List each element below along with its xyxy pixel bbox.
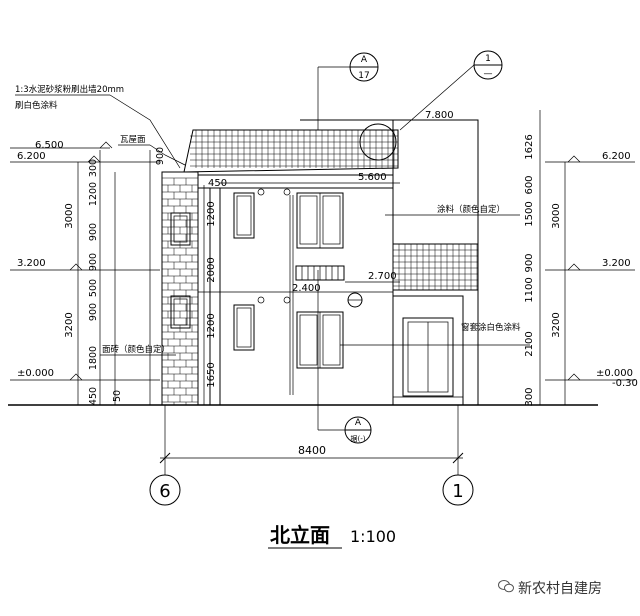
- elevation-mid: 7.800 5.600 2.700 2.400: [220, 110, 458, 294]
- svg-text:1626: 1626: [524, 134, 535, 159]
- svg-text:900: 900: [88, 253, 99, 271]
- elevation-left: 6.500 6.200 3.200 ±0.000: [10, 140, 160, 381]
- svg-text:3.200: 3.200: [17, 258, 46, 269]
- svg-text:50: 50: [112, 390, 123, 402]
- dims-left: 3000 3200 300 1200 900 900 500 900 1800 …: [64, 147, 166, 405]
- svg-text:450: 450: [88, 387, 99, 405]
- window-upper-left: [233, 192, 255, 239]
- svg-text:900: 900: [88, 223, 99, 241]
- svg-text:450: 450: [208, 178, 227, 189]
- axis-grid: 8400 6 1: [149, 405, 474, 506]
- drawing-title: 北立面 1:100: [268, 523, 396, 549]
- svg-text:3200: 3200: [64, 312, 75, 337]
- elevation-right: 6.200 3.200 ±0.000 -0.30: [545, 151, 638, 389]
- svg-text:±0.000: ±0.000: [17, 368, 54, 379]
- svg-text:500: 500: [88, 279, 99, 297]
- note-face-brick: 面砖（颜色自定）: [102, 344, 170, 355]
- callout-bottom: A 据(-): [317, 270, 372, 444]
- svg-text:1: 1: [452, 481, 463, 502]
- svg-text:1200: 1200: [206, 201, 217, 226]
- svg-text:900: 900: [88, 303, 99, 321]
- svg-text:±0.000: ±0.000: [596, 368, 633, 379]
- svg-text:3.200: 3.200: [602, 258, 631, 269]
- notes: 1:3水泥砂浆粉刷出墙20mm 刷白色涂料 瓦屋面 涂料（颜色自定） 面砖（颜色…: [15, 84, 530, 356]
- svg-text:600: 600: [524, 175, 535, 194]
- note-coating: 涂料（颜色自定）: [437, 204, 505, 215]
- callout-left: A 17: [317, 52, 379, 130]
- svg-text:300: 300: [88, 159, 99, 177]
- svg-text:A: A: [355, 418, 362, 428]
- tower-window-upper: [170, 212, 191, 246]
- svg-text:3000: 3000: [551, 203, 562, 228]
- svg-text:A: A: [361, 55, 368, 65]
- entry-block: [392, 295, 464, 406]
- svg-text:3000: 3000: [64, 203, 75, 228]
- svg-text:6.200: 6.200: [17, 151, 46, 162]
- note-roof-tile: 瓦屋面: [120, 135, 146, 145]
- svg-text:1800: 1800: [88, 346, 99, 370]
- building: [161, 119, 479, 406]
- svg-text:据(-): 据(-): [351, 434, 366, 443]
- watermark: 新农村自建房: [518, 581, 602, 597]
- svg-text:17: 17: [358, 71, 369, 81]
- svg-text:1500: 1500: [524, 201, 535, 226]
- svg-text:2000: 2000: [206, 257, 217, 282]
- svg-text:900: 900: [155, 147, 166, 165]
- overall-dimension: 8400: [298, 444, 326, 457]
- svg-text:300: 300: [524, 387, 535, 406]
- roof-main: [183, 129, 399, 173]
- dims-mid: 450 1200 2000 1200 1650: [203, 178, 227, 405]
- brick-pattern: [161, 177, 198, 405]
- entry-door: [402, 317, 454, 397]
- svg-text:1200: 1200: [206, 313, 217, 338]
- svg-text:6.200: 6.200: [602, 151, 631, 162]
- svg-text:1: 1: [485, 54, 491, 64]
- svg-text:900: 900: [524, 253, 535, 272]
- svg-text:1650: 1650: [206, 362, 217, 387]
- svg-text:6.500: 6.500: [35, 140, 64, 151]
- note-window-white: 窗套涂白色涂料: [461, 322, 521, 333]
- scale-text: 1:100: [350, 527, 396, 546]
- dims-right: 1626 600 1500 900 1100 2100 300 3000 320…: [524, 110, 566, 407]
- tower-window-lower: [170, 295, 191, 329]
- svg-text:3200: 3200: [551, 312, 562, 337]
- note-cement: 1:3水泥砂浆粉刷出墙20mm: [15, 84, 124, 95]
- svg-text:2.700: 2.700: [368, 271, 397, 282]
- svg-text:2.400: 2.400: [292, 283, 321, 294]
- title-text: 北立面: [270, 523, 330, 547]
- axis-bubble-right: [442, 474, 474, 506]
- wechat-icon: [498, 580, 514, 593]
- axis-bubble-left: [149, 474, 181, 506]
- svg-text:6: 6: [159, 481, 170, 502]
- note-white-paint: 刷白色涂料: [15, 100, 58, 111]
- roof-side: [392, 243, 479, 291]
- svg-text:—: —: [484, 69, 493, 79]
- svg-text:2100: 2100: [524, 331, 535, 356]
- svg-text:-0.30: -0.30: [612, 378, 638, 389]
- svg-text:1200: 1200: [88, 182, 99, 206]
- callout-right: 1 —: [359, 50, 503, 161]
- window-lower-left: [233, 304, 255, 351]
- svg-text:5.600: 5.600: [358, 172, 387, 183]
- svg-text:1100: 1100: [524, 277, 535, 302]
- svg-text:7.800: 7.800: [425, 110, 454, 121]
